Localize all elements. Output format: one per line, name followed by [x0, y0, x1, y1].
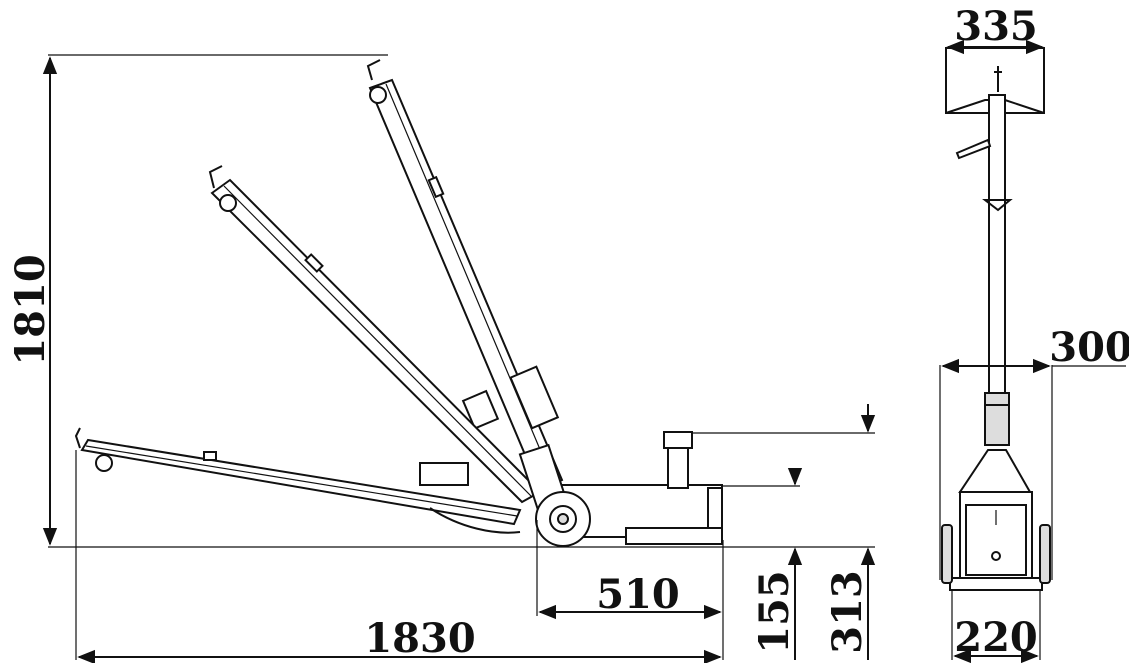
label-rear-width: 300 — [1049, 324, 1129, 371]
dimension-height-total: 1810 — [7, 54, 388, 546]
label-length-total: 1830 — [364, 615, 475, 662]
label-saddle-width: 335 — [954, 3, 1038, 50]
label-max-height: 313 — [824, 570, 871, 654]
dimension-wheel-to-front: 510 — [536, 520, 722, 620]
label-height-total: 1810 — [7, 254, 54, 365]
label-min-height: 155 — [751, 570, 798, 654]
side-view: 1810 1830 510 155 313 — [7, 54, 876, 663]
front-view: 335 300 220 — [939, 3, 1129, 663]
dimension-rear-width: 300 — [939, 324, 1129, 580]
dimension-front-width: 220 — [951, 590, 1041, 663]
dimension-saddle-width: 335 — [946, 3, 1044, 55]
handle-raised-middle — [208, 165, 542, 504]
handle-raised-high — [366, 59, 564, 492]
dimension-length-total: 1830 — [75, 450, 724, 663]
handle-lowered — [74, 427, 522, 534]
dimension-min-height: 155 — [722, 467, 803, 660]
label-front-width: 220 — [954, 614, 1038, 661]
dimension-max-height: 313 — [692, 404, 876, 660]
label-wheel-to-front: 510 — [596, 571, 680, 618]
wheel — [535, 491, 591, 547]
